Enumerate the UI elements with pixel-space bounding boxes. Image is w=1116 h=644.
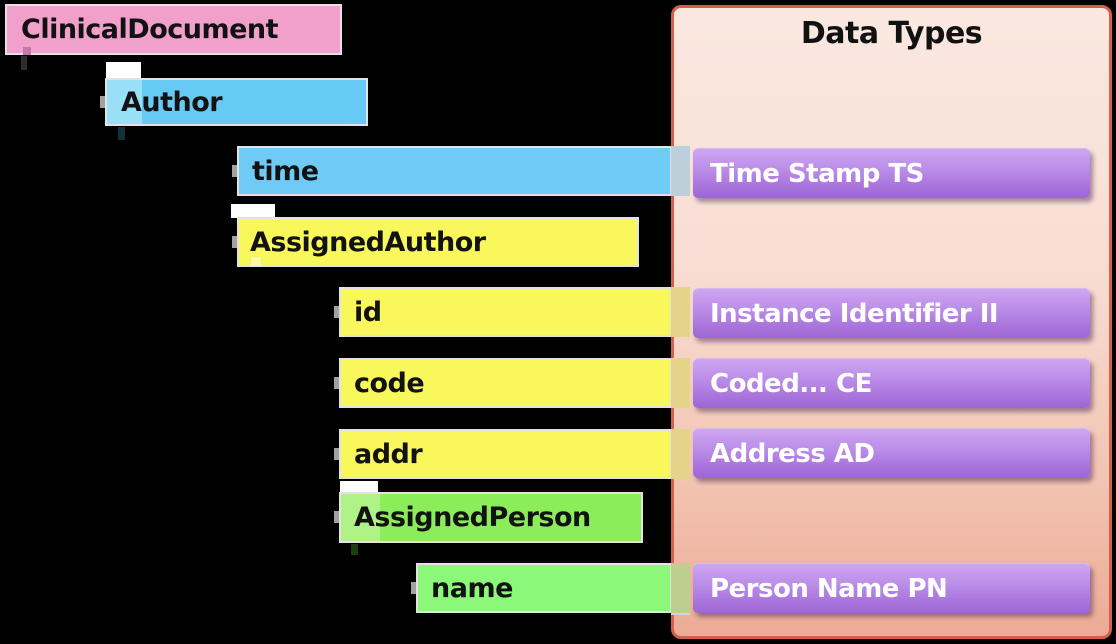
- bar-extension-addr: [671, 429, 690, 479]
- tree-tick: [411, 582, 416, 594]
- data-types-panel: Data Types Time Stamp TS Instance Identi…: [671, 5, 1112, 639]
- tree-node-id: id: [339, 287, 672, 337]
- bar-extension-id: [671, 287, 690, 337]
- tree-node-code: code: [339, 358, 672, 408]
- tree-tick: [334, 511, 339, 523]
- panel-title: Data Types: [800, 16, 983, 51]
- tree-node-label: Author: [121, 86, 223, 118]
- datatype-label: Time Stamp TS: [710, 158, 924, 189]
- connector-stub: [351, 544, 358, 555]
- tree-tick: [232, 236, 237, 248]
- datatype-label: Coded... CE: [710, 368, 872, 399]
- datatype-label: Person Name PN: [710, 573, 948, 604]
- tree-node-label: ClinicalDocument: [21, 14, 279, 45]
- datatype-address: Address AD: [693, 428, 1090, 478]
- datatype-coded-ce: Coded... CE: [693, 358, 1090, 408]
- tree-tick: [232, 165, 237, 177]
- connector-notch: [340, 481, 378, 493]
- tree-tick: [100, 96, 105, 108]
- tree-node-name: name: [416, 563, 672, 613]
- connector-stub: [21, 56, 27, 70]
- tree-tick: [334, 306, 339, 318]
- datatype-person-name: Person Name PN: [693, 563, 1090, 613]
- tree-tick: [334, 377, 339, 389]
- tree-tick: [334, 448, 339, 460]
- datatype-time-stamp: Time Stamp TS: [693, 148, 1090, 198]
- connector-notch: [106, 62, 141, 79]
- tree-node-label: AssignedPerson: [354, 502, 591, 533]
- expand-mark: [23, 47, 31, 55]
- tree-node-time: time: [237, 146, 672, 196]
- tree-node-label: addr: [354, 438, 423, 470]
- bar-extension-name: [671, 563, 690, 615]
- tree-node-label: id: [354, 296, 382, 328]
- highlight-strip: [341, 494, 380, 541]
- tree-node-assignedperson: AssignedPerson: [339, 492, 643, 543]
- connector-notch: [231, 204, 275, 218]
- highlight-strip: [107, 80, 142, 124]
- tree-node-label: name: [431, 572, 513, 604]
- tree-node-label: time: [252, 155, 319, 187]
- tree-node-author: Author: [105, 78, 368, 126]
- expand-mark: [251, 257, 261, 266]
- tree-node-label: AssignedAuthor: [250, 226, 486, 258]
- connector-stub: [118, 127, 125, 140]
- datatype-instance-identifier: Instance Identifier II: [693, 288, 1090, 338]
- tree-node-label: code: [354, 367, 425, 399]
- tree-node-assignedauthor: AssignedAuthor: [237, 217, 639, 267]
- datatype-label: Instance Identifier II: [710, 298, 999, 329]
- tree-node-clinicaldocument: ClinicalDocument: [5, 4, 342, 55]
- bar-extension-code: [671, 358, 690, 408]
- bar-extension-time: [671, 146, 690, 196]
- tree-node-addr: addr: [339, 429, 672, 479]
- datatype-label: Address AD: [710, 438, 875, 469]
